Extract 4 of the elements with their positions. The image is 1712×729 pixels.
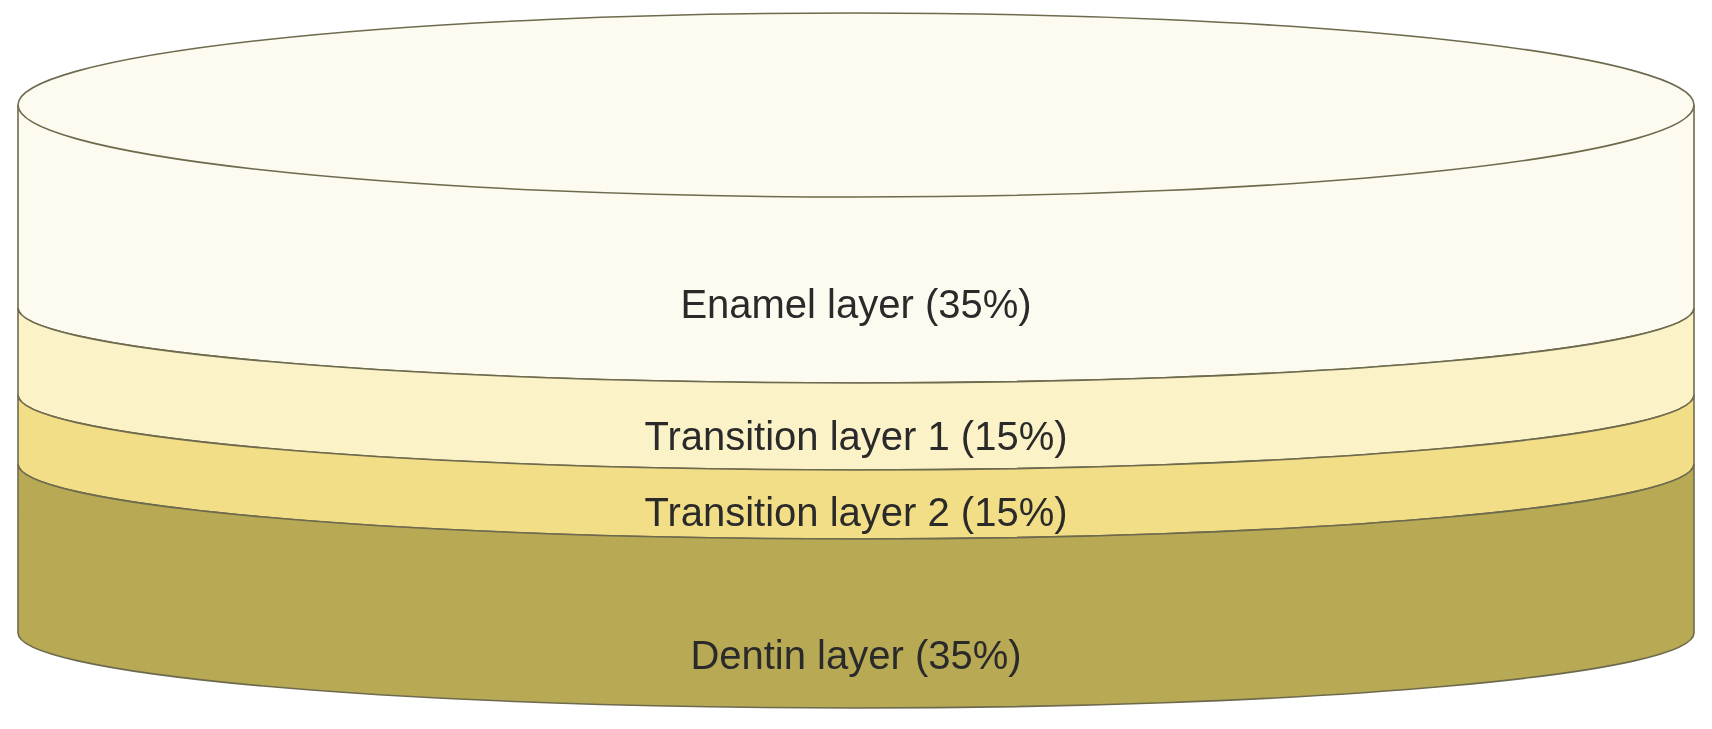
layer-label: Enamel layer (35%): [680, 281, 1032, 327]
layer-label: Dentin layer (35%): [690, 632, 1022, 678]
layer-label: Transition layer 2 (15%): [644, 489, 1068, 535]
layer-label: Transition layer 1 (15%): [644, 413, 1068, 459]
